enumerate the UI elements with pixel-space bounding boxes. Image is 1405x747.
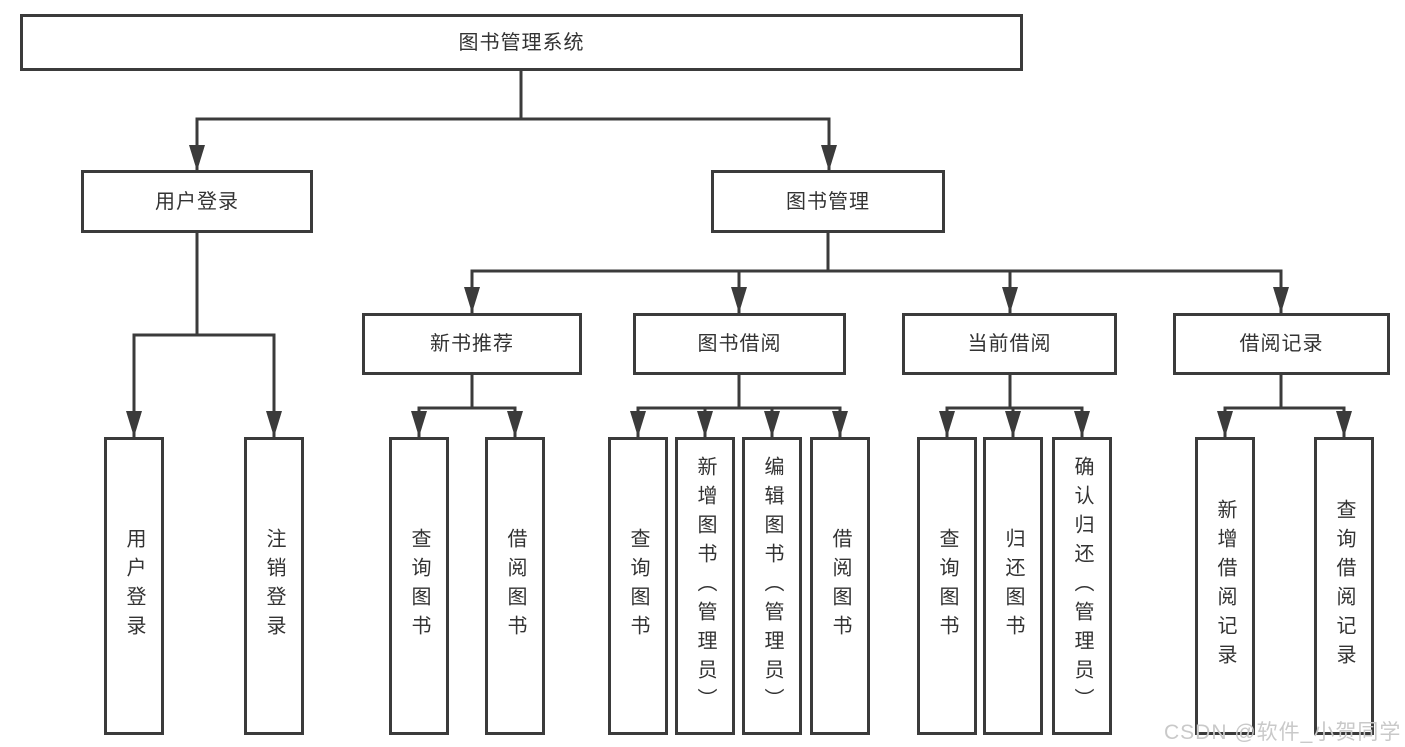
arrowhead-icon bbox=[832, 411, 848, 437]
node-label: 图书管理 bbox=[786, 190, 870, 213]
node-label: 查询图书 bbox=[936, 528, 958, 644]
node-query-books-borrow: 查询图书 bbox=[608, 437, 668, 735]
csdn-watermark: CSDN @软件_小贺同学 bbox=[1164, 721, 1402, 744]
arrowhead-icon bbox=[1002, 287, 1018, 313]
connector-book-borrow-to-leaves bbox=[630, 373, 848, 438]
node-label: 图书管理系统 bbox=[458, 31, 585, 54]
node-query-books-current: 查询图书 bbox=[917, 437, 977, 735]
node-add-borrow-record: 新增借阅记录 bbox=[1195, 437, 1255, 735]
node-label: 查询图书 bbox=[408, 528, 430, 644]
node-label: 归还图书 bbox=[1002, 528, 1024, 644]
node-book-borrow: 图书借阅 bbox=[633, 313, 846, 375]
arrowhead-icon bbox=[939, 411, 955, 437]
arrowhead-icon bbox=[821, 145, 837, 171]
connector-book-management-to-level3 bbox=[464, 231, 1289, 314]
arrowhead-icon bbox=[189, 145, 205, 171]
node-label: 用户登录 bbox=[155, 190, 239, 213]
node-edit-book-admin: 编辑图书（管理员） bbox=[742, 437, 802, 735]
node-label: 借阅图书 bbox=[504, 528, 526, 644]
node-borrow-records: 借阅记录 bbox=[1173, 313, 1390, 375]
node-current-borrow: 当前借阅 bbox=[902, 313, 1117, 375]
connector-borrow-records-to-leaves bbox=[1217, 373, 1352, 438]
node-label: 查询图书 bbox=[627, 528, 649, 644]
node-query-borrow-record: 查询借阅记录 bbox=[1314, 437, 1374, 735]
arrowhead-icon bbox=[630, 411, 646, 437]
node-label: 借阅图书 bbox=[829, 528, 851, 644]
arrowhead-icon bbox=[1074, 411, 1090, 437]
node-new-book-recommend: 新书推荐 bbox=[362, 313, 582, 375]
node-book-management: 图书管理 bbox=[711, 170, 945, 233]
arrowhead-icon bbox=[764, 411, 780, 437]
node-label: 当前借阅 bbox=[967, 333, 1052, 355]
arrowhead-icon bbox=[731, 287, 747, 313]
node-query-books-recommend: 查询图书 bbox=[389, 437, 449, 735]
node-return-book: 归还图书 bbox=[983, 437, 1043, 735]
node-user-login: 用户登录 bbox=[104, 437, 164, 735]
arrowhead-icon bbox=[507, 411, 523, 437]
node-label: 新增借阅记录 bbox=[1214, 499, 1236, 673]
node-label: 新增图书（管理员） bbox=[694, 455, 716, 717]
node-borrow-books: 借阅图书 bbox=[810, 437, 870, 735]
node-confirm-return-admin: 确认归还（管理员） bbox=[1052, 437, 1112, 735]
arrowhead-icon bbox=[1336, 411, 1352, 437]
connector-root-to-level2 bbox=[189, 69, 837, 172]
arrowhead-icon bbox=[1005, 411, 1021, 437]
connector-new-book-recommend-to-leaves bbox=[411, 373, 523, 438]
node-label: 借阅记录 bbox=[1239, 333, 1324, 355]
arrowhead-icon bbox=[266, 411, 282, 437]
arrowhead-icon bbox=[464, 287, 480, 313]
connector-user-login-to-leaves bbox=[126, 231, 282, 438]
node-user-login-branch: 用户登录 bbox=[81, 170, 313, 233]
connector-current-borrow-to-leaves bbox=[939, 373, 1090, 438]
arrowhead-icon bbox=[1217, 411, 1233, 437]
arrowhead-icon bbox=[126, 411, 142, 437]
node-label: 图书借阅 bbox=[697, 333, 782, 355]
node-add-book-admin: 新增图书（管理员） bbox=[675, 437, 735, 735]
node-label: 编辑图书（管理员） bbox=[761, 455, 783, 717]
node-label: 新书推荐 bbox=[430, 333, 514, 355]
node-label: 注销登录 bbox=[263, 528, 285, 644]
arrowhead-icon bbox=[411, 411, 427, 437]
arrowhead-icon bbox=[1273, 287, 1289, 313]
node-borrow-books-recommend: 借阅图书 bbox=[485, 437, 545, 735]
node-label: 确认归还（管理员） bbox=[1071, 455, 1093, 717]
arrowhead-icon bbox=[697, 411, 713, 437]
node-label: 查询借阅记录 bbox=[1333, 499, 1355, 673]
node-library-system: 图书管理系统 bbox=[20, 14, 1023, 71]
node-label: 用户登录 bbox=[123, 528, 145, 644]
node-logout: 注销登录 bbox=[244, 437, 304, 735]
